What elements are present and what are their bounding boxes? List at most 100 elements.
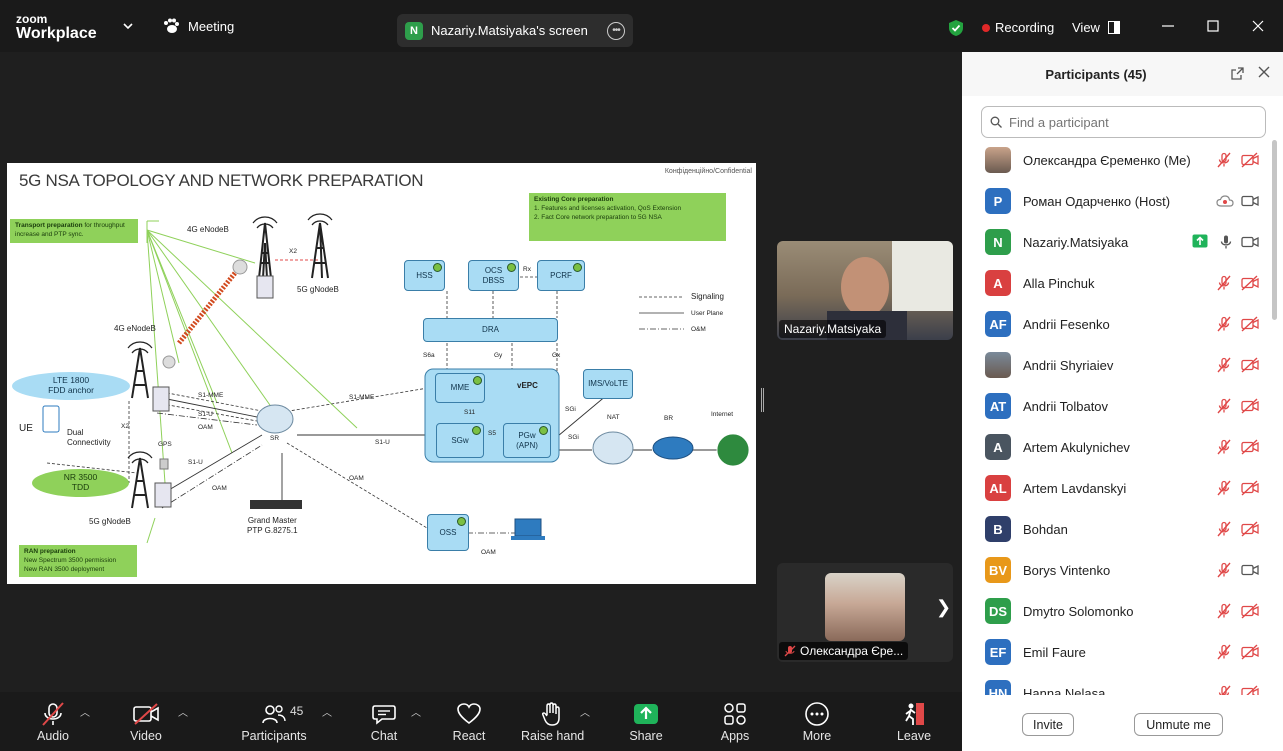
resize-handle[interactable]: [761, 388, 764, 412]
more-button[interactable]: More: [800, 700, 834, 745]
next-page-icon[interactable]: ❯: [936, 597, 952, 617]
mic-muted-icon: [42, 701, 64, 726]
audio-button[interactable]: Audio: [30, 700, 76, 745]
video-off-icon[interactable]: [1241, 275, 1259, 296]
mic-muted-icon[interactable]: [1216, 603, 1232, 624]
popout-icon[interactable]: [1230, 66, 1245, 81]
share-button[interactable]: Share: [628, 700, 664, 745]
video-button[interactable]: Video: [124, 700, 168, 745]
video-off-icon[interactable]: [1241, 152, 1259, 173]
chat-options-caret-icon[interactable]: ︿: [411, 708, 421, 719]
video-off-icon[interactable]: [1241, 439, 1259, 460]
mic-muted-icon[interactable]: [1216, 398, 1232, 419]
video-tile-nazariy[interactable]: Nazariy.Matsiyaka: [777, 241, 953, 340]
core-title: Existing Core preparation: [534, 196, 614, 203]
mic-icon[interactable]: [1218, 234, 1234, 255]
invite-button[interactable]: Invite: [1022, 713, 1074, 736]
status-dot-icon: [507, 263, 516, 272]
pgw-label: PGw (APN): [516, 431, 538, 450]
mic-muted-icon[interactable]: [1216, 152, 1232, 173]
participant-search-input[interactable]: [981, 106, 1266, 138]
video-off-icon[interactable]: [1241, 357, 1259, 378]
mic-muted-icon[interactable]: [1216, 521, 1232, 542]
participants-label: Participants: [241, 729, 307, 743]
unmute-me-button[interactable]: Unmute me: [1134, 713, 1223, 736]
ue-label: UE: [19, 423, 33, 434]
raise-hand-button[interactable]: Raise hand: [521, 700, 584, 745]
audio-options-caret-icon[interactable]: ︿: [80, 708, 90, 719]
mic-muted-icon[interactable]: [1216, 480, 1232, 501]
participants-button[interactable]: Participants: [240, 700, 308, 745]
video-name-label: Олександра Єре...: [779, 642, 909, 660]
video-off-icon[interactable]: [1241, 685, 1259, 695]
share-options-icon[interactable]: •••: [607, 21, 625, 40]
mic-muted-icon[interactable]: [1216, 439, 1232, 460]
minimize-icon[interactable]: [1160, 18, 1176, 34]
cloud-recording-icon[interactable]: [1216, 193, 1234, 214]
video-icon[interactable]: [1241, 193, 1259, 214]
video-off-icon[interactable]: [1241, 603, 1259, 624]
meeting-label: Meeting: [188, 18, 235, 34]
video-tile-self[interactable]: Олександра Єре...: [777, 563, 953, 662]
video-options-caret-icon[interactable]: ︿: [178, 708, 188, 719]
gps-label: GPS: [158, 441, 172, 448]
chat-icon: [372, 704, 396, 725]
chevron-down-icon[interactable]: [122, 20, 134, 32]
mic-muted-icon[interactable]: [1216, 644, 1232, 665]
leave-button[interactable]: Leave: [896, 700, 932, 745]
status-dot-icon: [573, 263, 582, 272]
oss-node: OSS: [427, 514, 469, 551]
video-off-icon[interactable]: [1241, 644, 1259, 665]
participant-row[interactable]: Олександра Єременко (Me): [962, 140, 1272, 181]
mic-muted-icon[interactable]: [1216, 316, 1232, 337]
apps-button[interactable]: Apps: [718, 700, 752, 745]
video-icon[interactable]: [1241, 562, 1259, 583]
shield-check-icon[interactable]: [948, 19, 964, 37]
close-panel-icon[interactable]: [1257, 65, 1271, 79]
participant-list-scrollbar[interactable]: [1272, 140, 1278, 695]
video-off-icon[interactable]: [1241, 480, 1259, 501]
participants-count-badge: 45: [290, 704, 304, 718]
avatar: A: [985, 270, 1011, 296]
view-button[interactable]: View: [1072, 20, 1120, 35]
video-off-icon[interactable]: [1241, 316, 1259, 337]
mme-node: MME: [435, 373, 485, 403]
mic-muted-icon[interactable]: [1216, 275, 1232, 296]
raise-hand-options-caret-icon[interactable]: ︿: [580, 708, 590, 719]
video-off-icon[interactable]: [1241, 398, 1259, 419]
meeting-info-button[interactable]: Meeting: [162, 18, 234, 34]
mic-muted-icon[interactable]: [1216, 357, 1232, 378]
participant-name: Andrii Shyriaiev: [1023, 358, 1114, 373]
recording-indicator[interactable]: Recording: [982, 20, 1054, 35]
sharing-screen-icon[interactable]: [1192, 234, 1208, 253]
avatar: DS: [985, 598, 1011, 624]
video-icon[interactable]: [1241, 234, 1259, 255]
grand-master-label: Grand Master PTP G.8275.1: [247, 516, 298, 535]
zoom-logo[interactable]: zoom Workplace: [16, 13, 97, 42]
video-off-icon[interactable]: [1241, 521, 1259, 542]
chat-button[interactable]: Chat: [366, 700, 402, 745]
participant-row[interactable]: Andrii Shyriaiev: [962, 345, 1272, 386]
scrollbar-thumb[interactable]: [1272, 140, 1277, 320]
mic-muted-icon[interactable]: [1216, 685, 1232, 695]
participants-options-caret-icon[interactable]: ︿: [322, 708, 332, 719]
mic-muted-icon[interactable]: [1216, 562, 1232, 583]
vepc-label: vEPC: [517, 381, 538, 390]
screen-share-indicator[interactable]: N Nazariy.Matsiyaka's screen •••: [397, 14, 633, 47]
maximize-icon[interactable]: [1205, 18, 1221, 34]
close-window-icon[interactable]: [1250, 18, 1266, 34]
react-button[interactable]: React: [449, 700, 489, 745]
